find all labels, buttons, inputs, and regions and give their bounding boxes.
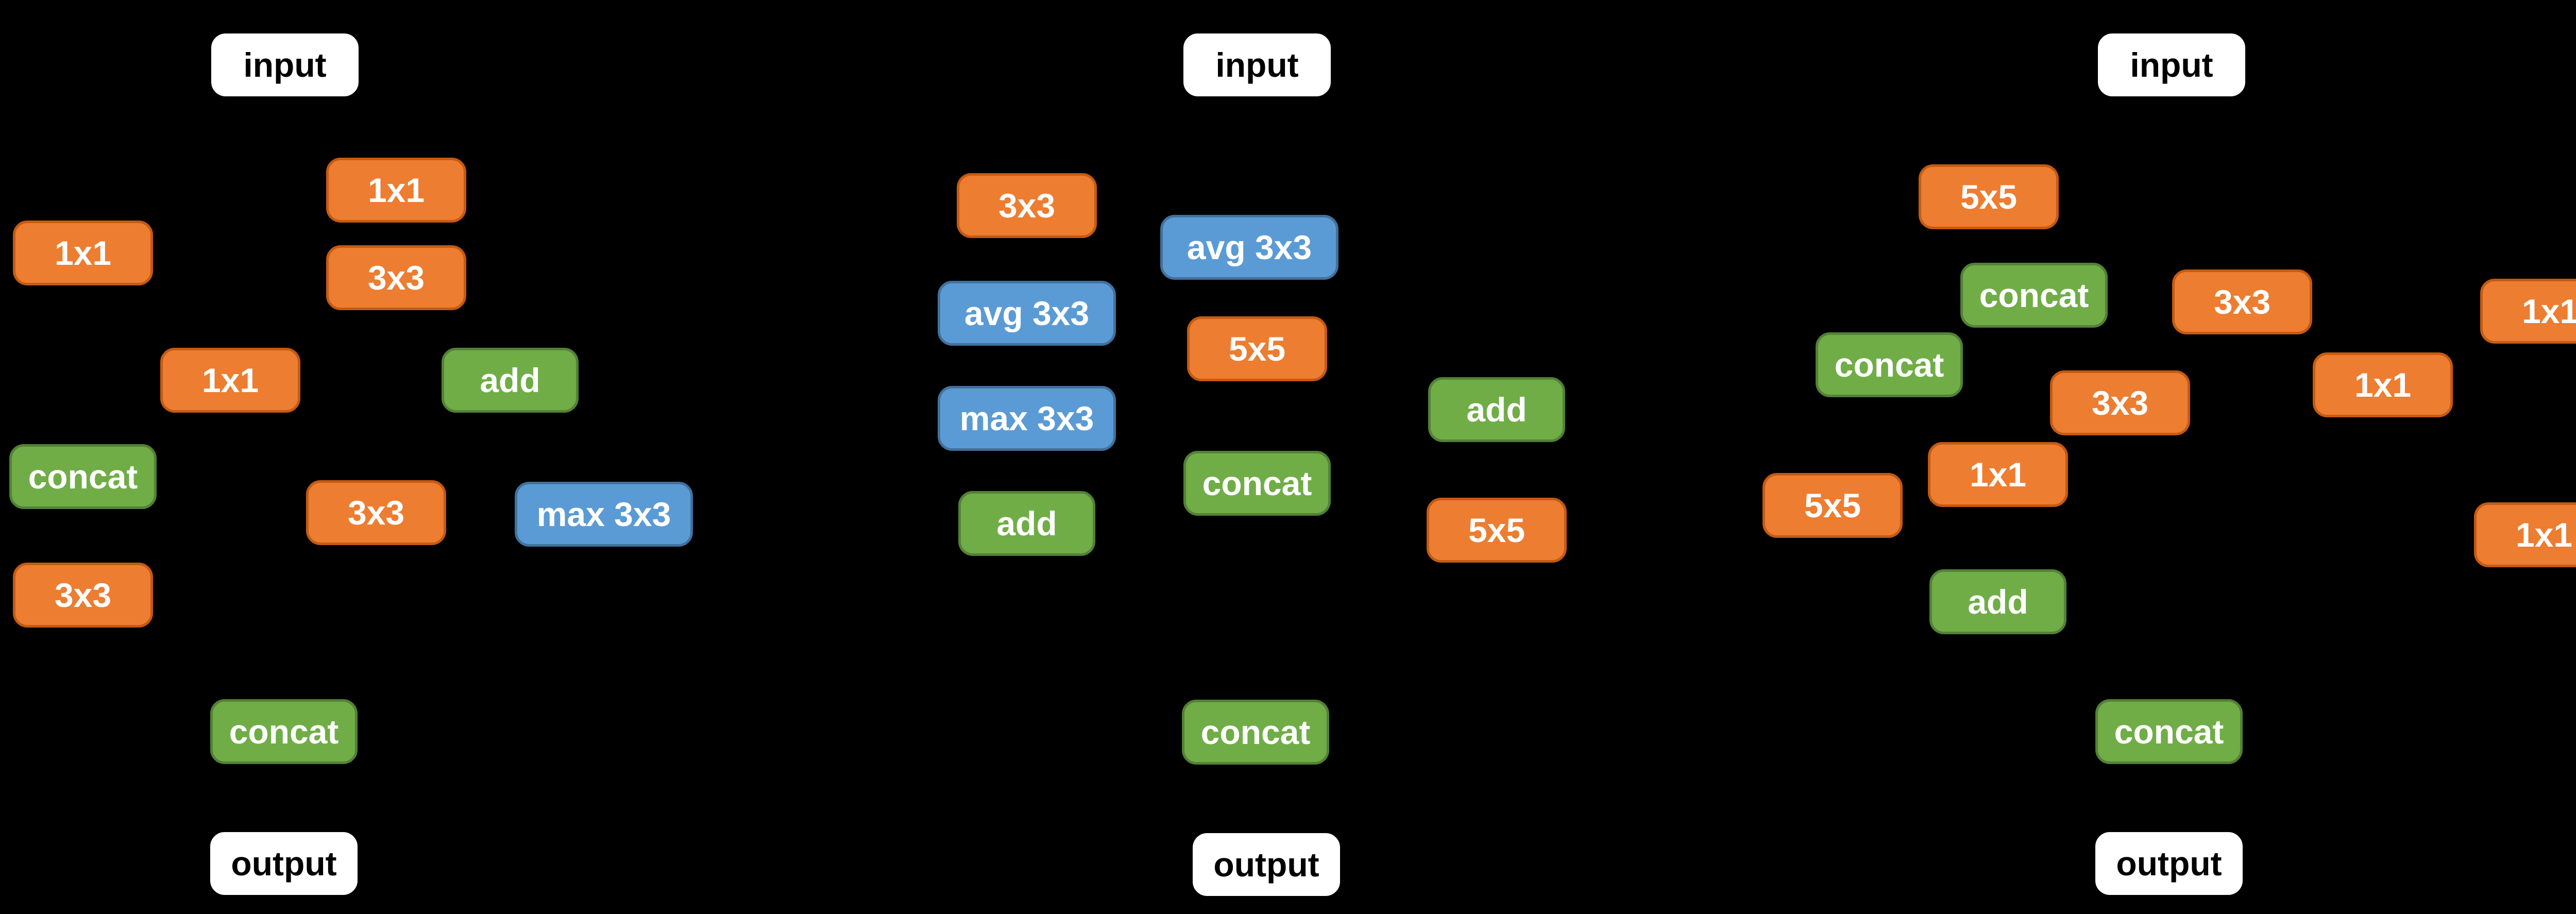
node-5x5: 5x5 (1762, 473, 1903, 538)
node-input: input (2098, 33, 2245, 96)
node-input: input (211, 33, 359, 96)
node-1x1: 1x1 (2474, 502, 2576, 567)
node-max-3x3: max 3x3 (515, 482, 693, 547)
node-output: output (2095, 832, 2243, 895)
node-max-3x3: max 3x3 (938, 386, 1116, 451)
node-1x1: 1x1 (160, 348, 300, 413)
node-1x1: 1x1 (2313, 352, 2453, 417)
node-add: add (442, 348, 579, 413)
node-concat: concat (1816, 332, 1963, 397)
node-3x3: 3x3 (957, 173, 1097, 238)
node-add: add (1428, 377, 1565, 442)
node-1x1: 1x1 (326, 158, 466, 223)
node-avg-3x3: avg 3x3 (938, 281, 1116, 346)
node-output: output (210, 832, 358, 895)
node-3x3: 3x3 (2172, 269, 2312, 334)
node-concat: concat (1183, 451, 1331, 516)
node-1x1: 1x1 (13, 221, 153, 285)
node-concat: concat (210, 699, 358, 764)
node-concat: concat (1960, 263, 2108, 328)
node-input: input (1183, 33, 1331, 96)
node-concat: concat (1182, 700, 1329, 765)
node-3x3: 3x3 (306, 480, 446, 545)
node-5x5: 5x5 (1187, 316, 1327, 381)
node-concat: concat (9, 444, 157, 509)
node-5x5: 5x5 (1919, 164, 2059, 229)
node-5x5: 5x5 (1427, 498, 1567, 563)
node-add: add (958, 491, 1095, 556)
node-3x3: 3x3 (326, 245, 466, 310)
node-add: add (1929, 569, 2066, 634)
node-concat: concat (2095, 699, 2243, 764)
node-3x3: 3x3 (2050, 370, 2190, 435)
node-1x1: 1x1 (2480, 279, 2576, 344)
node-avg-3x3: avg 3x3 (1160, 215, 1338, 280)
node-output: output (1193, 833, 1340, 896)
node-1x1: 1x1 (1928, 442, 2068, 507)
node-3x3: 3x3 (13, 563, 153, 628)
